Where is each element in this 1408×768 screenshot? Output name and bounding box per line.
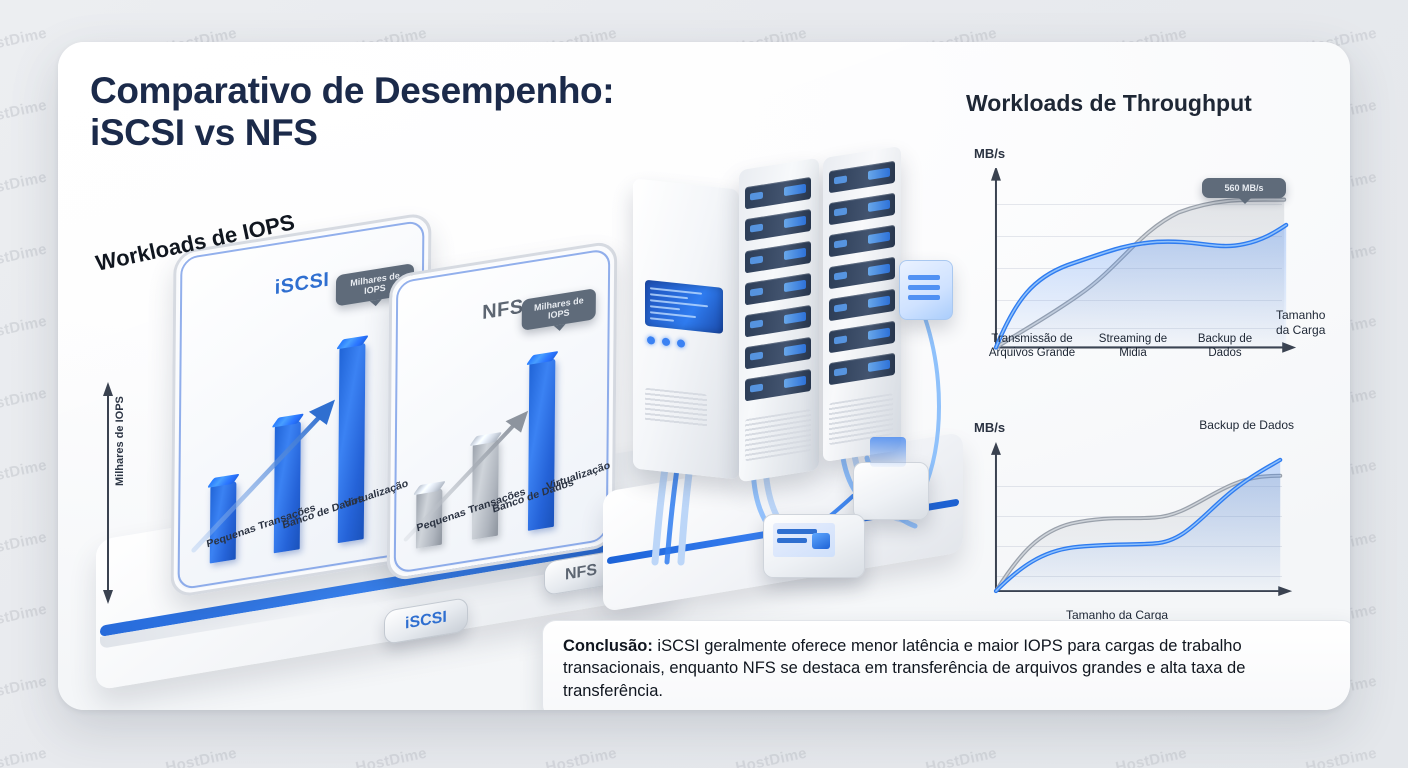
throughput-section: Workloads de Throughput MB/s 560 MB/s [958,90,1336,650]
top-chart-category-2: Backup de Dados [1197,333,1253,360]
server-screen [645,279,723,334]
hub-face [773,523,835,557]
page-title: Comparativo de Desempenho: iSCSI vs NFS [90,70,710,154]
y-axis-arrow-icon [103,382,113,604]
watermark-text: HostDime [0,312,49,345]
drive-bay [829,288,895,322]
watermark-text: HostDime [924,744,999,768]
watermark-text: HostDime [1114,744,1189,768]
title-line-1: Comparativo de Desempenho: [90,70,615,111]
server-rack-right [823,145,901,463]
server-status-leds [647,335,685,348]
drive-bay [745,208,811,242]
rack-vent [745,408,811,462]
bottom-chart-y-unit: MB/s [974,420,1006,435]
watermark-text: HostDime [734,744,809,768]
bottom-chart-lines [990,442,1293,597]
drive-bay [829,352,895,386]
watermark-text: HostDime [0,672,49,705]
top-chart-x-axis-label: Tamanho da Carga [1276,308,1326,337]
throughput-top-chart: MB/s 560 MB/s [966,146,1325,396]
watermark-text: HostDime [0,600,49,633]
nfs-chart-board: NFS Milhares de IOPS [386,239,618,583]
watermark-text: HostDime [0,168,49,201]
drive-bay [829,160,895,194]
drive-bay [745,240,811,274]
top-chart-category-1: Streaming de Midia [1098,333,1168,360]
drive-bay [829,192,895,226]
data-glow [870,437,906,467]
top-chart-y-unit: MB/s [974,146,1006,161]
nfs-trend-arrow-icon [403,410,529,542]
drive-bay [745,176,811,210]
watermark-text: HostDime [544,744,619,768]
watermark-text: HostDime [1304,744,1379,768]
drive-bay [745,304,811,338]
drive-bay [829,320,895,354]
drive-bay [745,272,811,306]
watermark-text: HostDime [164,744,239,768]
watermark-text: HostDime [354,744,429,768]
top-chart-plot [990,168,1318,358]
throughput-tooltip: 560 MB/s [1202,178,1286,205]
watermark-text: HostDime [0,240,49,273]
server-tower-front [633,178,739,480]
storage-hub-device [763,514,865,578]
watermark-text: HostDime [0,96,49,129]
conclusion-text: iSCSI geralmente oferece menor latência … [563,637,1246,700]
infographic-card: Comparativo de Desempenho: iSCSI vs NFS … [58,42,1350,710]
throughput-bottom-chart: MB/s Backup de Dados [966,418,1318,635]
conclusion-label: Conclusão: [563,637,653,655]
watermark-text: HostDime [0,24,49,57]
drive-bay [745,336,811,370]
iscsi-trend-arrow-icon [191,399,335,553]
iops-y-axis-label: Milhares de IOPS [114,396,126,486]
watermark-text: HostDime [0,528,49,561]
drive-bay [829,224,895,258]
top-chart-category-0: Transmissão de Arquivos Grande [988,333,1076,360]
watermark-text: HostDime [0,456,49,489]
iops-y-axis: Milhares de IOPS [100,378,130,608]
drive-bay [829,256,895,290]
server-rack-left [739,157,819,483]
bottom-chart-plot [990,442,1318,601]
title-line-2: iSCSI vs NFS [90,111,318,153]
bottom-chart-series-note: Backup de Dados [1199,418,1294,432]
document-icon [899,260,953,320]
top-chart-lines [990,168,1297,353]
server-illustration [603,145,1003,632]
switch-device [853,437,929,520]
server-vent [645,387,707,429]
drive-bay [745,368,811,402]
watermark-text: HostDime [0,384,49,417]
watermark-text: HostDime [0,744,49,768]
throughput-heading: Workloads de Throughput [966,90,1252,116]
conclusion-box: Conclusão: iSCSI geralmente oferece meno… [542,620,1350,710]
iops-platform: Workloads de IOPS Milhares de IOPS iSCSI… [76,209,716,691]
bottom-chart-x-axis-label: Tamanho da Carga [1066,608,1169,622]
iscsi-chart-board: iSCSI Milhares de IOPS [170,211,432,599]
